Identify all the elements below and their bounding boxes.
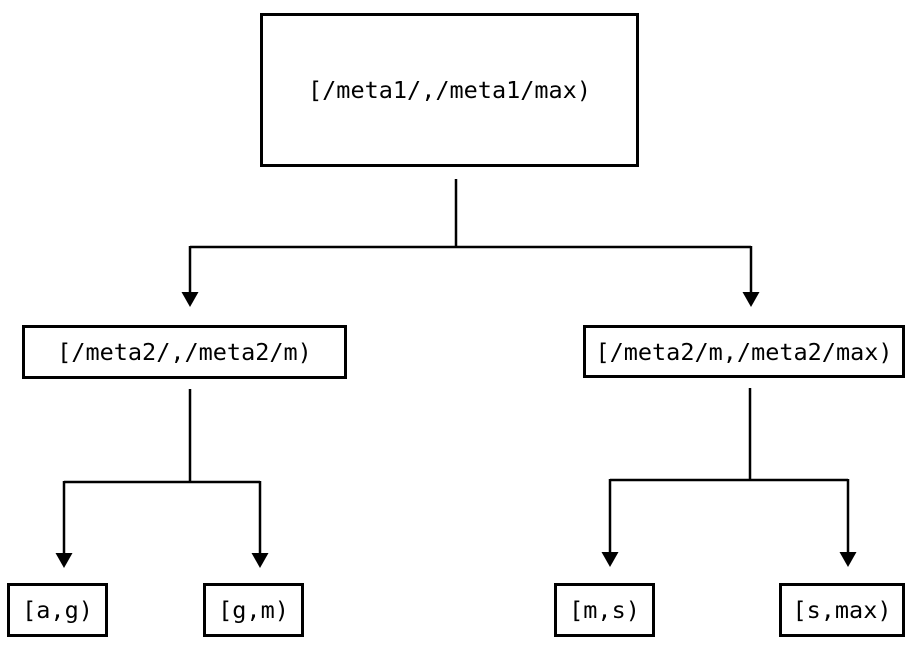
tree-node-mid-left: [/meta2/,/meta2/m) [22, 325, 347, 379]
tree-node-leaf-smax: [s,max) [779, 583, 905, 637]
tree-node-mid-right: [/meta2/m,/meta2/max) [583, 325, 905, 378]
arrowhead-mid-right-icon [742, 292, 760, 307]
tree-node-leaf-smax-label: [s,max) [792, 596, 892, 624]
tree-node-leaf-ms: [m,s) [554, 583, 655, 637]
tree-node-leaf-gm: [g,m) [203, 583, 304, 637]
edge-group-root [181, 179, 760, 307]
tree-node-root-label: [/meta1/,/meta1/max) [308, 76, 591, 104]
tree-node-leaf-ms-label: [m,s) [569, 596, 640, 624]
edge-group-mid-left [55, 389, 269, 568]
tree-node-root: [/meta1/,/meta1/max) [260, 13, 639, 167]
tree-node-leaf-ag-label: [a,g) [22, 596, 93, 624]
arrowhead-leaf-ag-icon [55, 553, 73, 568]
tree-node-mid-left-label: [/meta2/,/meta2/m) [57, 338, 312, 366]
arrowhead-leaf-gm-icon [251, 553, 269, 568]
edge-group-mid-right [601, 388, 857, 567]
arrowhead-mid-left-icon [181, 292, 199, 307]
tree-node-mid-right-label: [/meta2/m,/meta2/max) [595, 337, 893, 366]
tree-node-leaf-gm-label: [g,m) [218, 596, 289, 624]
tree-node-leaf-ag: [a,g) [7, 583, 108, 637]
arrowhead-leaf-smax-icon [839, 552, 857, 567]
arrowhead-leaf-ms-icon [601, 552, 619, 567]
